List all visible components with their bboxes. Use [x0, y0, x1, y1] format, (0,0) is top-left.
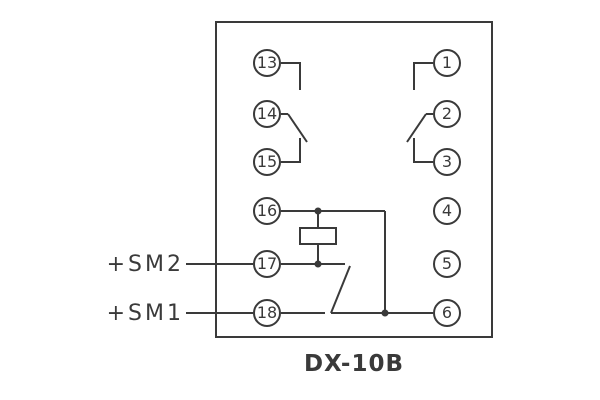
- junction-dot: [314, 260, 322, 268]
- terminal-5: 5: [433, 250, 461, 278]
- wire-terminal-15-stub: [281, 138, 301, 163]
- label-sm2: +SM2: [106, 251, 184, 277]
- terminal-3: 3: [433, 148, 461, 176]
- contact-arm-14: [287, 113, 308, 143]
- label-sm1: +SM1: [106, 300, 184, 326]
- junction-dot: [381, 309, 389, 317]
- junction-dot: [314, 207, 322, 215]
- terminal-17: 17: [253, 250, 281, 278]
- wire-terminal-3-stub: [413, 138, 433, 163]
- contact-arm-2: [406, 113, 427, 143]
- coil-symbol: [299, 227, 337, 245]
- enclosure-box: [215, 21, 493, 338]
- terminal-18: 18: [253, 299, 281, 327]
- terminal-6: 6: [433, 299, 461, 327]
- diagram-caption: DX-10B: [303, 351, 405, 377]
- terminal-15: 15: [253, 148, 281, 176]
- wire-terminal-1-stub: [413, 62, 433, 90]
- contact-arm-18: [330, 265, 351, 314]
- terminal-13: 13: [253, 49, 281, 77]
- terminal-16: 16: [253, 197, 281, 225]
- terminal-14: 14: [253, 100, 281, 128]
- terminal-1: 1: [433, 49, 461, 77]
- terminal-4: 4: [433, 197, 461, 225]
- terminal-2: 2: [433, 100, 461, 128]
- wire-terminal-13-stub: [281, 62, 301, 90]
